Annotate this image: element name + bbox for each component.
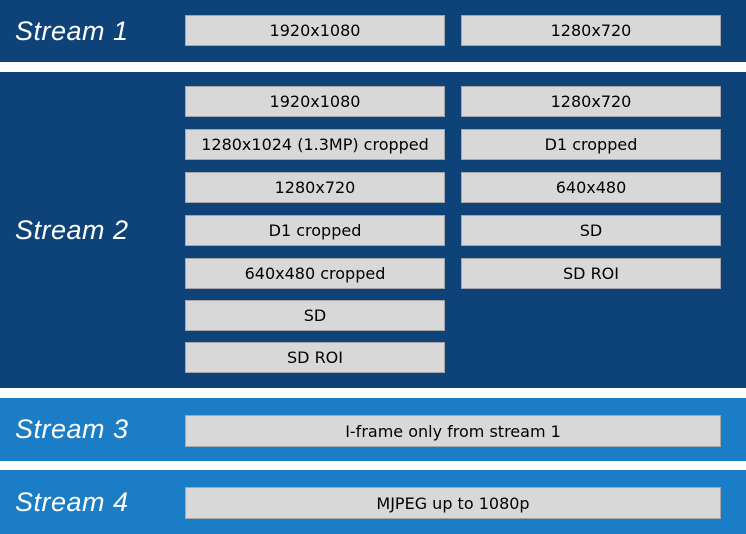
stream2-right-resolution-box: D1 cropped bbox=[461, 129, 721, 160]
stream4-band: Stream 4 MJPEG up to 1080p bbox=[0, 470, 746, 534]
stream2-right-resolution-box: 1280x720 bbox=[461, 86, 721, 117]
stream3-band: Stream 3 I-frame only from stream 1 bbox=[0, 398, 746, 461]
stream2-right-resolution-box: 640x480 bbox=[461, 172, 721, 203]
stream3-label: Stream 3 bbox=[15, 414, 129, 444]
stream2-left-resolution-box: 640x480 cropped bbox=[185, 258, 445, 289]
stream1-resolution-box: 1920x1080 bbox=[185, 15, 445, 46]
stream1-resolution-box: 1280x720 bbox=[461, 15, 721, 46]
stream2-left-resolution-box: SD ROI bbox=[185, 342, 445, 373]
stream2-left-resolution-box: 1920x1080 bbox=[185, 86, 445, 117]
stream2-right-resolution-box: SD ROI bbox=[461, 258, 721, 289]
stream2-left-resolution-box: D1 cropped bbox=[185, 215, 445, 246]
stream2-left-resolution-box: 1280x720 bbox=[185, 172, 445, 203]
stream2-label: Stream 2 bbox=[15, 214, 129, 245]
stream1-label: Stream 1 bbox=[15, 15, 129, 46]
stream2-right-resolution-box: SD bbox=[461, 215, 721, 246]
stream1-band: Stream 1 1920x1080 1280x720 bbox=[0, 0, 746, 62]
stream4-label: Stream 4 bbox=[15, 486, 129, 517]
stream4-capability-box: MJPEG up to 1080p bbox=[185, 487, 721, 519]
stream2-band: Stream 2 1920x1080 1280x1024 (1.3MP) cro… bbox=[0, 72, 746, 388]
stream2-left-resolution-box: 1280x1024 (1.3MP) cropped bbox=[185, 129, 445, 160]
stream2-left-resolution-box: SD bbox=[185, 300, 445, 331]
stream3-capability-box: I-frame only from stream 1 bbox=[185, 415, 721, 447]
